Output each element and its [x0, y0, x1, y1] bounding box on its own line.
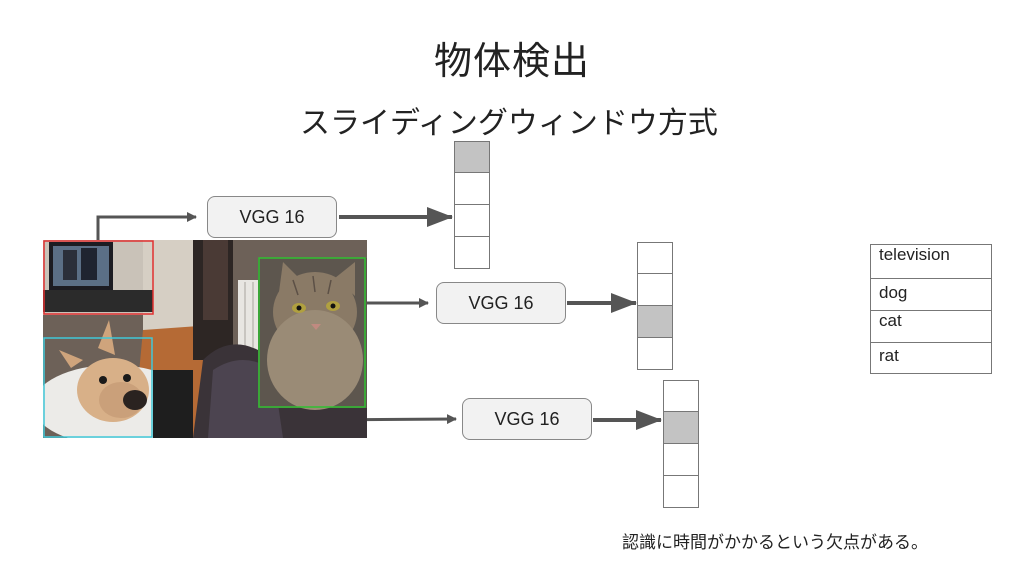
- class-label-television: television: [879, 245, 950, 264]
- output-vector-3: [663, 380, 699, 508]
- bbox-cat: [258, 257, 366, 408]
- class-label-rat: rat: [871, 342, 991, 373]
- vector-cell: [637, 242, 673, 274]
- vector-cell: [637, 274, 673, 306]
- vector-cell: [663, 380, 699, 412]
- class-label-dog: dog: [871, 278, 991, 310]
- vector-cell: [454, 237, 490, 269]
- footnote: 認識に時間がかかるという欠点がある。: [622, 533, 928, 553]
- vector-cell-active: [637, 306, 673, 338]
- bbox-television: [43, 240, 154, 315]
- vector-cell: [637, 338, 673, 370]
- vgg16-block-2: VGG 16: [436, 282, 566, 324]
- arrow-image-to-vgg-1: [96, 212, 197, 240]
- vector-cell: [454, 173, 490, 205]
- sample-photo: [43, 240, 367, 438]
- page-title: 物体検出: [433, 39, 590, 83]
- bbox-dog: [43, 337, 153, 438]
- vector-cell-active: [454, 141, 490, 173]
- vgg16-block-3: VGG 16: [462, 398, 592, 440]
- output-vector-2: [637, 242, 673, 370]
- vector-cell: [663, 444, 699, 476]
- vgg16-block-1: VGG 16: [207, 196, 337, 238]
- page-subtitle: スライディングウィンドウ方式: [300, 106, 718, 141]
- vector-cell: [663, 476, 699, 508]
- output-vector-1: [454, 141, 490, 269]
- vector-cell-active: [663, 412, 699, 444]
- class-label-cat: cat: [871, 310, 991, 342]
- vector-cell: [454, 205, 490, 237]
- class-label-table: television dog cat rat: [870, 244, 992, 374]
